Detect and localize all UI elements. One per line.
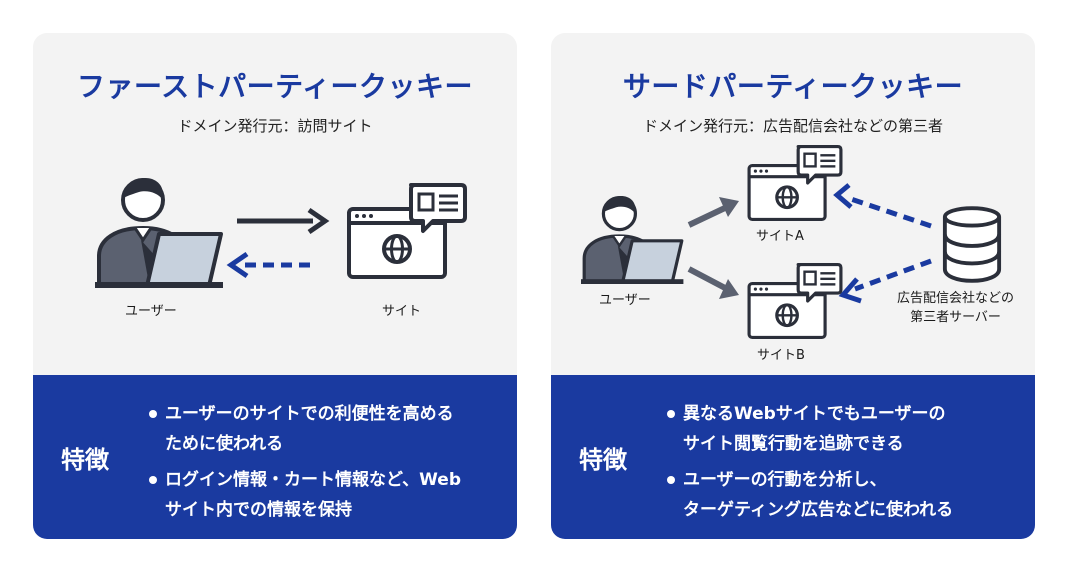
user-label: ユーザー xyxy=(599,293,651,308)
third-party-cookie-card: サードパーティークッキー ドメイン発行元：広告配信会社などの第三者 xyxy=(551,33,1035,539)
list-item: ユーザーのサイトでの利便性を高める ために使われる xyxy=(149,399,461,459)
dashed-arrow-server-to-site-b xyxy=(838,258,932,304)
list-item: ログイン情報・カート情報など、Web サイト内での情報を保持 xyxy=(149,465,461,525)
request-arrow xyxy=(237,207,330,235)
list-item: 異なるWebサイトでもユーザーの サイト閲覧行動を追跡できる xyxy=(667,399,953,459)
first-party-subtitle: ドメイン発行元：訪問サイト xyxy=(177,117,373,135)
first-party-feature-list: ユーザーのサイトでの利便性を高める ために使われる ログイン情報・カート情報など… xyxy=(149,399,461,531)
arrow-to-site-a xyxy=(687,197,739,228)
third-party-subtitle: ドメイン発行元：広告配信会社などの第三者 xyxy=(642,117,943,135)
user-with-laptop-icon xyxy=(581,196,685,284)
third-party-features: 特徴 異なるWebサイトでもユーザーの サイト閲覧行動を追跡できる ユーザーの行… xyxy=(551,375,1035,539)
site-b-label: サイトB xyxy=(757,348,805,363)
first-party-cookie-card: ファーストパーティークッキー ドメイン発行元：訪問サイト ユーザー サイト 特徴… xyxy=(33,33,517,539)
features-title: 特徴 xyxy=(579,446,627,474)
site-a-label: サイトA xyxy=(756,229,804,244)
server-label: 広告配信会社などの 第三者サーバー xyxy=(897,291,1015,325)
first-party-diagram xyxy=(95,178,467,288)
first-party-features: 特徴 ユーザーのサイトでの利便性を高める ために使われる ログイン情報・カート情… xyxy=(33,375,517,539)
site-b-browser-icon xyxy=(747,263,843,339)
user-label: ユーザー xyxy=(125,304,177,319)
features-title: 特徴 xyxy=(61,446,109,474)
browser-window-globe-icon xyxy=(347,183,467,279)
third-party-feature-list: 異なるWebサイトでもユーザーの サイト閲覧行動を追跡できる ユーザーの行動を分… xyxy=(667,399,953,531)
site-a-browser-icon xyxy=(747,145,843,221)
first-party-title: ファーストパーティークッキー xyxy=(77,70,473,103)
list-item: ユーザーの行動を分析し、 ターゲティング広告などに使われる xyxy=(667,465,953,525)
database-server-icon xyxy=(942,206,1002,283)
third-party-title: サードパーティークッキー xyxy=(622,70,964,103)
cookie-return-dashed-arrow xyxy=(226,251,317,279)
user-with-laptop-icon xyxy=(95,178,225,288)
third-party-diagram xyxy=(581,145,1002,339)
site-label: サイト xyxy=(382,304,422,319)
arrow-to-site-b xyxy=(687,266,739,299)
dashed-arrow-server-to-site-a xyxy=(833,183,932,229)
